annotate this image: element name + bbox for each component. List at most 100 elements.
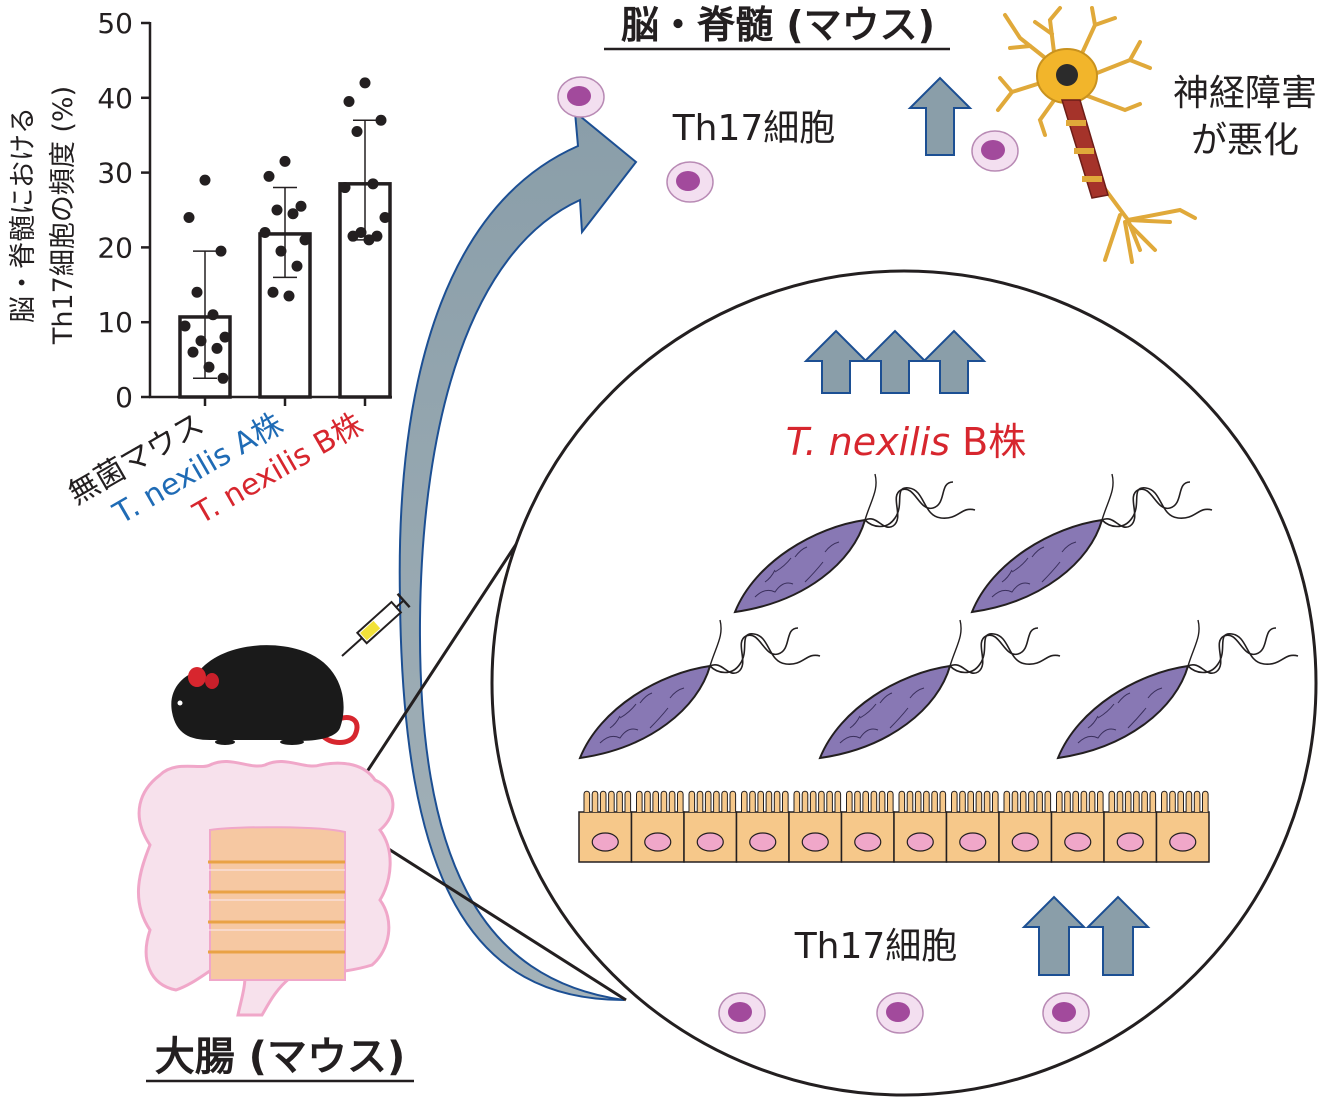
data-point [199,174,211,186]
data-point [207,309,219,321]
strain-label: T. nexilis B株 [786,420,1026,464]
up-arrow-icon [1021,895,1087,976]
y-tick-label: 40 [97,82,133,115]
colon-title: 大腸 (マウス) [155,1034,406,1080]
microvillus [967,790,974,812]
y-axis-label-line1: 脳・脊髄における [8,107,39,323]
microvillus [636,790,643,812]
axon-nodes [1066,120,1102,182]
data-point [295,200,307,212]
microvillus [1108,790,1116,812]
microvillus [1124,790,1132,812]
microvillus [1088,790,1096,812]
microvillus [1133,790,1140,812]
bars [178,77,392,406]
intestine-icon [136,759,395,1017]
microvillus [983,790,991,812]
microvillus [644,790,651,812]
y-tick-label: 20 [97,231,133,264]
data-point [375,114,387,126]
strain-label-suffix: B株 [950,420,1026,464]
data-point [363,234,375,246]
microvillus [1003,790,1011,812]
neuro-label-line1: 神経障害 [1173,73,1317,114]
microvillus [898,790,906,812]
cell-nucleus [696,832,724,852]
data-point [187,346,199,358]
data-point [283,290,295,302]
microvillus [939,790,947,812]
microvillus [1149,790,1157,812]
y-tick-label: 50 [97,7,133,40]
data-point [359,77,371,89]
brain-title: 脳・脊髄 (マウス) [621,3,935,47]
microvillus [741,790,748,812]
th17-label-bottom: Th17細胞 [794,926,958,967]
microvillus [809,790,817,812]
bacteria-group [578,473,1299,760]
data-point [211,342,223,354]
microvillus [782,790,789,812]
microvillus [1072,790,1079,812]
microvillus [951,790,958,812]
microvillus [1202,790,1209,812]
bacterium-icon [818,619,1061,760]
data-point [367,178,379,190]
up-arrow-icon [907,76,973,156]
microvillus [608,790,615,812]
microvillus [1116,790,1124,812]
cell-nucleus [591,832,619,852]
cell-nucleus [1116,832,1144,852]
microvillus [826,790,833,812]
data-point [379,211,391,223]
neuron-nucleus [1056,64,1078,86]
microvillus [591,790,599,812]
microvillus [1161,790,1168,812]
microvillus [624,790,632,812]
microvillus [801,790,809,812]
data-point [267,286,279,298]
data-point [263,170,275,182]
th17-label-top: Th17細胞 [672,108,836,149]
microvillus [959,790,966,812]
data-point [179,320,191,332]
data-point [183,211,195,223]
microvillus [1064,790,1071,812]
microvillus [652,790,659,812]
th17-cell [666,161,714,203]
th17-cell [876,992,924,1034]
y-tick-label: 10 [97,306,133,339]
cell-nucleus [801,832,829,852]
microvillus [1185,790,1193,812]
data-point [279,155,291,167]
microvillus [834,790,842,812]
microvillus [749,790,756,812]
microvillus [914,790,922,812]
data-point [271,204,283,216]
intestinal-epithelium [578,790,1210,863]
microvillus [668,790,676,812]
bacterium-icon [970,473,1213,614]
data-point [291,260,303,272]
microvillus [923,790,930,812]
microvillus [696,790,704,812]
cell-nucleus [749,832,777,852]
microvillus [854,790,861,812]
microvillus [846,790,853,812]
microvillus [818,790,825,812]
data-point [195,335,207,347]
up-arrow-icon [803,329,869,394]
th17-cell [718,992,766,1034]
bacterium-icon [578,619,821,760]
microvillus [1193,790,1201,812]
microvillus [721,790,728,812]
microvillus [931,790,938,812]
th17-cell [557,76,605,118]
up-arrows-triple [803,329,987,394]
microvillus [1044,790,1052,812]
neuron-icon [996,6,1197,264]
data-point [343,96,355,108]
th17-cell [971,130,1019,172]
